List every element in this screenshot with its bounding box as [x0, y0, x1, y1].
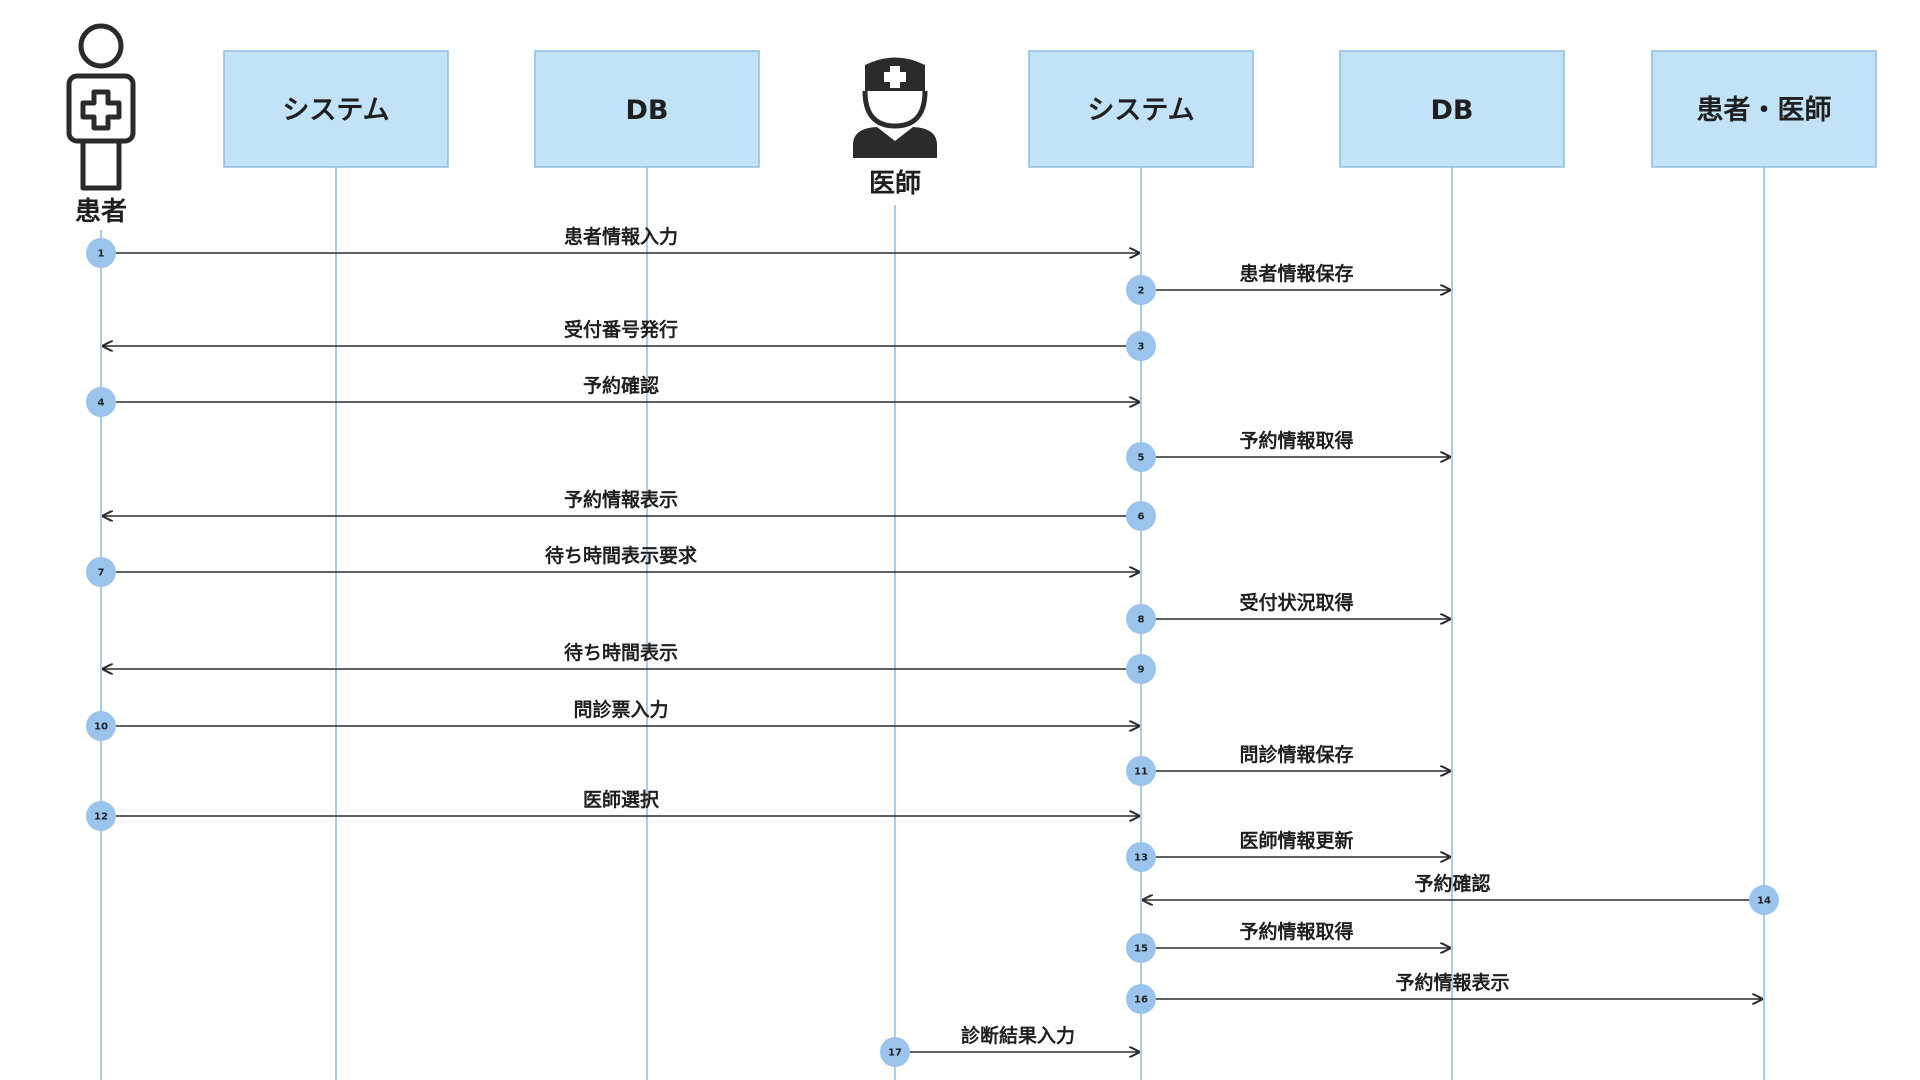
- message-label: 予約情報取得: [1239, 920, 1353, 943]
- message-16: 16 予約情報表示: [1126, 971, 1762, 1014]
- participant-label-db1: DB: [626, 95, 669, 126]
- step-number: 16: [1134, 995, 1148, 1006]
- message-11: 11 問診情報保存: [1126, 743, 1450, 786]
- step-number: 10: [94, 722, 108, 733]
- message-12: 12 医師選択: [86, 788, 1139, 831]
- step-badge: [1126, 275, 1156, 305]
- actor-label-patient: 患者: [75, 197, 127, 227]
- message-label: 受付状況取得: [1239, 591, 1353, 614]
- participant-label-system2: システム: [1087, 95, 1194, 126]
- message-4: 4 予約確認: [86, 374, 1139, 417]
- message-10: 10 問診票入力: [86, 698, 1139, 741]
- doctor-actor-icon: [853, 57, 937, 158]
- step-number: 9: [1138, 665, 1145, 676]
- message-13: 13 医師情報更新: [1126, 829, 1450, 872]
- participant-box-patient-doctor: [1651, 50, 1877, 168]
- step-number: 15: [1134, 944, 1148, 955]
- participant-label-system1: システム: [282, 95, 389, 126]
- participant-box-db2: [1339, 50, 1565, 168]
- step-number: 2: [1138, 286, 1145, 297]
- message-7: 7 待ち時間表示要求: [86, 544, 1139, 587]
- message-label: 予約情報表示: [1395, 971, 1509, 994]
- step-badge: [1126, 331, 1156, 361]
- participant-box-system2: [1028, 50, 1254, 168]
- message-label: 診断結果入力: [961, 1024, 1075, 1047]
- message-2: 2 患者情報保存: [1126, 262, 1450, 305]
- step-badge: [86, 801, 116, 831]
- step-number: 13: [1134, 853, 1148, 864]
- message-label: 問診票入力: [573, 698, 668, 721]
- step-number: 7: [98, 568, 105, 579]
- message-label: 受付番号発行: [564, 318, 678, 341]
- message-5: 5 予約情報取得: [1126, 429, 1450, 472]
- step-number: 6: [1138, 512, 1145, 523]
- patient-actor-icon: [66, 23, 136, 191]
- message-label: 患者情報保存: [1239, 262, 1353, 285]
- message-label: 予約確認: [1414, 872, 1490, 895]
- message-label: 待ち時間表示: [564, 641, 678, 664]
- step-badge: [1126, 756, 1156, 786]
- message-1: 1 患者情報入力: [86, 225, 1139, 268]
- message-label: 患者情報入力: [564, 225, 678, 248]
- step-number: 12: [94, 812, 108, 823]
- participant-label-db2: DB: [1431, 95, 1474, 126]
- participant-box-db1: [534, 50, 760, 168]
- message-15: 15 予約情報取得: [1126, 920, 1450, 963]
- message-8: 8 受付状況取得: [1126, 591, 1450, 634]
- message-6: 6 予約情報表示: [103, 488, 1156, 531]
- step-badge: [1126, 842, 1156, 872]
- message-label: 問診情報保存: [1239, 743, 1353, 766]
- step-badge: [86, 238, 116, 268]
- step-badge: [86, 557, 116, 587]
- step-number: 3: [1138, 342, 1145, 353]
- message-14: 14 予約確認: [1143, 872, 1779, 915]
- message-label: 医師選択: [583, 788, 660, 811]
- message-9: 9 待ち時間表示: [103, 641, 1156, 684]
- step-number: 8: [1138, 615, 1145, 626]
- step-badge: [86, 711, 116, 741]
- message-label: 予約情報表示: [564, 488, 678, 511]
- step-number: 4: [98, 398, 105, 409]
- step-badge: [1126, 604, 1156, 634]
- step-badge: [86, 387, 116, 417]
- message-label: 医師情報更新: [1239, 829, 1353, 852]
- actor-label-doctor: 医師: [869, 169, 921, 199]
- message-label: 予約情報取得: [1239, 429, 1353, 452]
- participant-label-patient-doctor: 患者・医師: [1697, 95, 1832, 126]
- step-badge: [1126, 933, 1156, 963]
- participant-box-system1: [223, 50, 449, 168]
- step-number: 11: [1134, 767, 1148, 778]
- message-label: 予約確認: [583, 374, 659, 397]
- step-number: 14: [1757, 896, 1771, 907]
- step-badge: [1126, 984, 1156, 1014]
- step-badge: [1126, 654, 1156, 684]
- step-badge: [1126, 442, 1156, 472]
- step-badge: [1126, 501, 1156, 531]
- message-3: 3 受付番号発行: [103, 318, 1156, 361]
- step-number: 1: [98, 249, 105, 260]
- message-17: 17 診断結果入力: [880, 1024, 1139, 1067]
- step-number: 5: [1138, 453, 1145, 464]
- step-number: 17: [888, 1048, 902, 1059]
- step-badge: [880, 1037, 910, 1067]
- step-badge: [1749, 885, 1779, 915]
- message-label: 待ち時間表示要求: [545, 544, 698, 567]
